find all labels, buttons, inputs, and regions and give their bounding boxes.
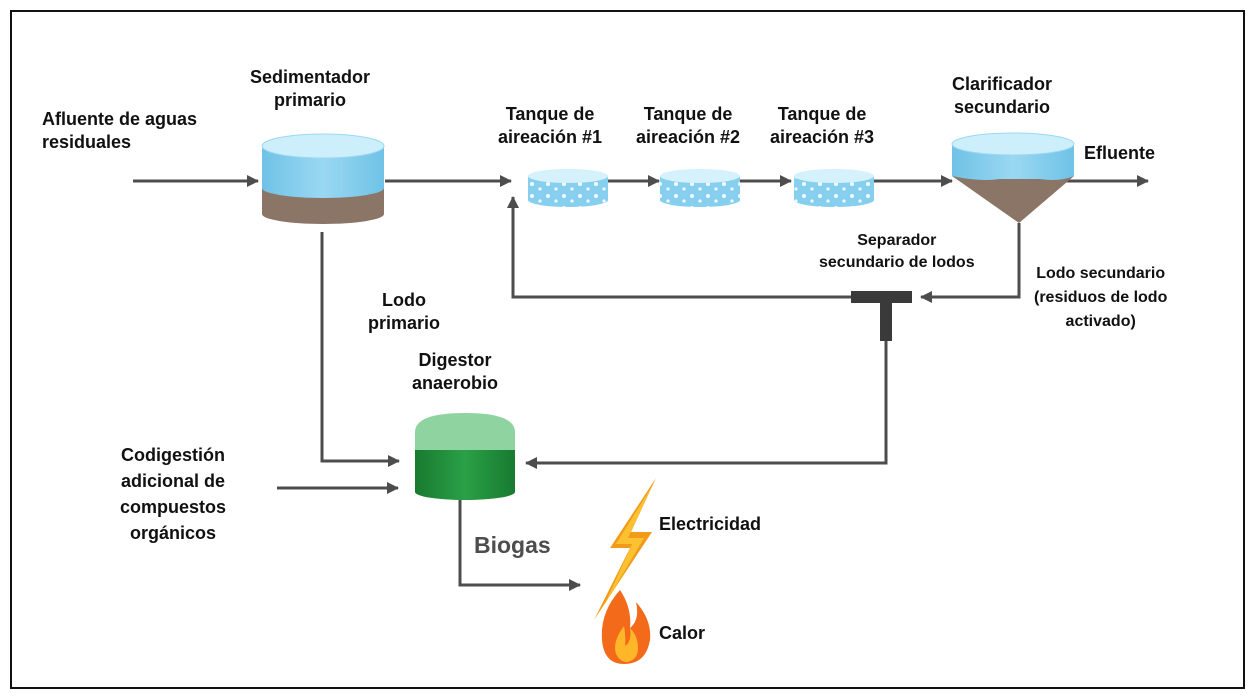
- aeration-tank-3: [794, 169, 874, 207]
- biogas-line: [458, 500, 581, 591]
- lightning-icon: [594, 478, 656, 620]
- primary-sludge-label: Lodo primario: [368, 290, 441, 333]
- influent-label: Afluente de aguas residuales: [42, 109, 198, 152]
- biogas-label: Biogas: [474, 532, 551, 558]
- secondary-clarifier-label: Clarificador secundario: [952, 74, 1053, 117]
- aeration-tank-2: [660, 169, 740, 207]
- secondary-clarifier-tank: [951, 132, 1075, 223]
- primary-settler-tank: [261, 133, 385, 224]
- diagram-frame: [10, 10, 1245, 689]
- return-sludge-line: [507, 196, 851, 299]
- sludge-separator: [851, 291, 912, 341]
- effluent-label: Efluente: [1084, 143, 1156, 163]
- primary-sludge-line: [320, 232, 400, 467]
- heat-label: Calor: [659, 623, 706, 643]
- aeration-tank-1-label: Tanque de aireación #1: [498, 104, 603, 147]
- aeration-tank-1: [528, 169, 608, 207]
- flame-icon: [601, 590, 651, 664]
- digester-label: Digestor anaerobio: [412, 350, 499, 393]
- aeration-tank-2-label: Tanque de aireación #2: [636, 104, 741, 147]
- secondary-sludge-line: [920, 223, 1021, 303]
- anaerobic-digester: [415, 413, 515, 500]
- secondary-sludge-label: Lodo secundario (residuos de lodo activa…: [1034, 265, 1168, 330]
- codigestion-label: Codigestión adicional de compuestos orgá…: [120, 445, 227, 543]
- aeration-tank-3-label: Tanque de aireación #3: [770, 104, 875, 147]
- primary-settler-label: Sedimentador primario: [250, 67, 371, 110]
- sludge-separator-label: Separador secundario de lodos: [819, 232, 975, 271]
- separator-to-digester-line: [525, 341, 888, 469]
- electricity-label: Electricidad: [659, 514, 762, 534]
